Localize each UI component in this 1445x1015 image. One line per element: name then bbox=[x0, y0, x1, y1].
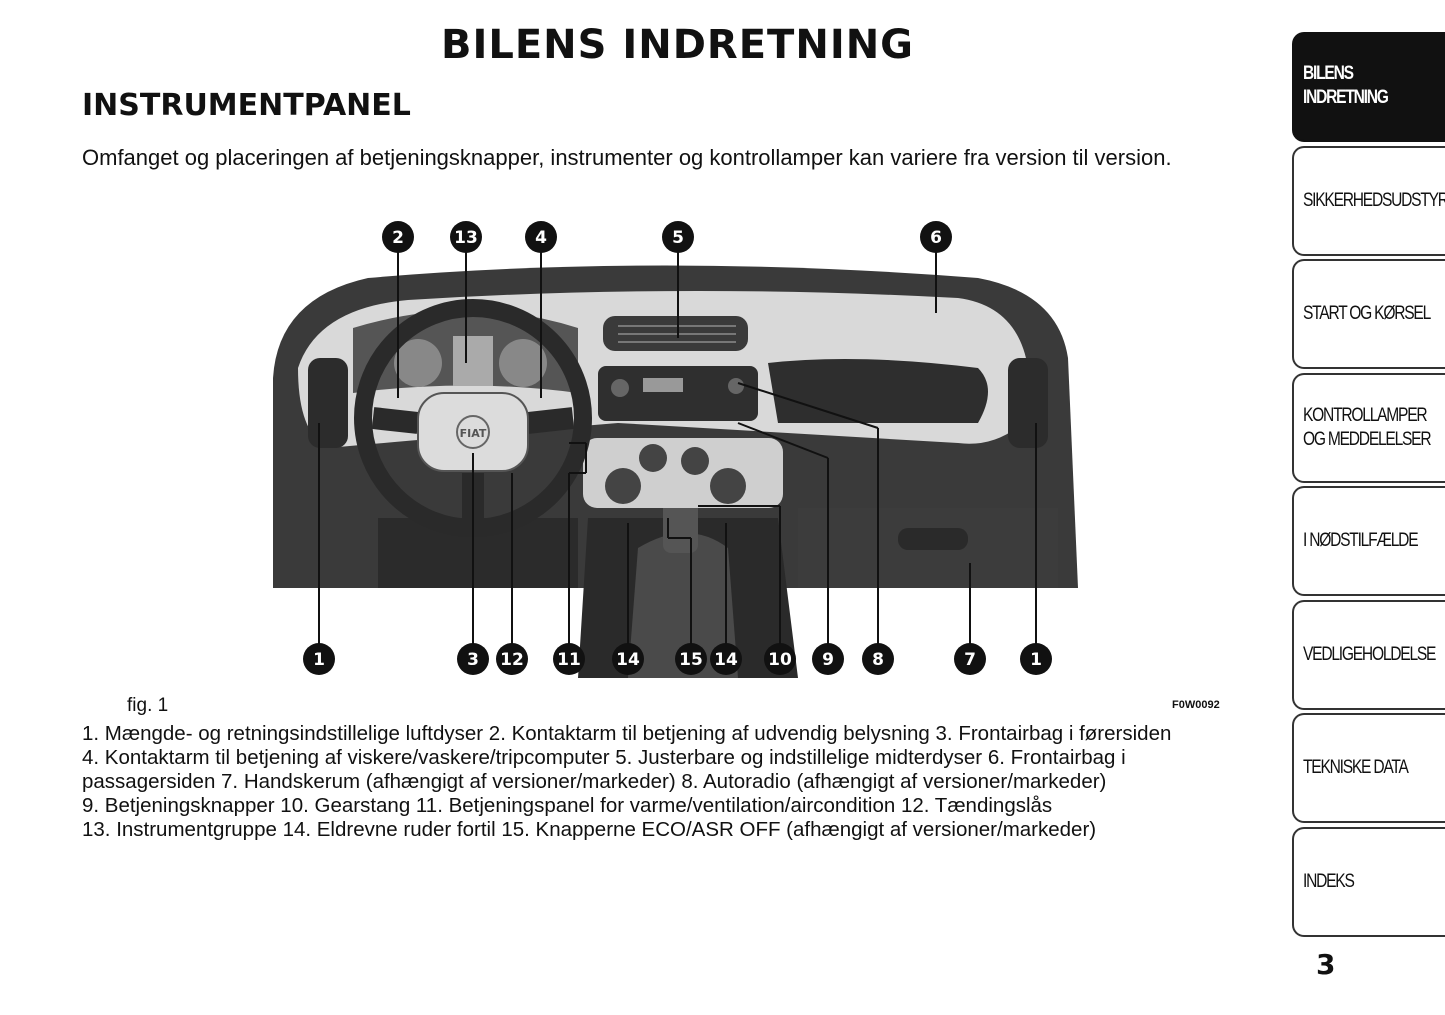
svg-text:15: 15 bbox=[679, 650, 703, 670]
page-number: 3 bbox=[1316, 948, 1336, 981]
callout-1-left: 1 bbox=[303, 643, 335, 675]
tab-indeks[interactable]: INDEKS bbox=[1292, 827, 1445, 937]
tab-bilens-indretning[interactable]: BILENS INDRETNING bbox=[1292, 32, 1445, 142]
callout-14-right: 14 bbox=[710, 643, 742, 675]
dashboard-figure: FIAT bbox=[258, 218, 1098, 678]
svg-text:5: 5 bbox=[672, 228, 684, 248]
figure-label: fig. 1 bbox=[127, 695, 169, 716]
svg-text:6: 6 bbox=[930, 228, 942, 248]
svg-text:11: 11 bbox=[557, 650, 581, 670]
caption-line: passagersiden 7. Handskerum (afhængigt a… bbox=[82, 770, 1107, 793]
caption-line: 1. Mængde- og retningsindstillelige luft… bbox=[82, 722, 1172, 745]
figure-caption: 1. Mængde- og retningsindstillelige luft… bbox=[82, 722, 1262, 842]
svg-text:14: 14 bbox=[616, 650, 640, 670]
tab-vedligeholdelse[interactable]: VEDLIGEHOLDELSE bbox=[1292, 600, 1445, 710]
intro-paragraph: Omfanget og placeringen af betjeningskna… bbox=[82, 145, 1172, 170]
callout-10: 10 bbox=[764, 643, 796, 675]
svg-text:12: 12 bbox=[500, 650, 524, 670]
tab-start-og-koersel[interactable]: START OG KØRSEL bbox=[1292, 259, 1445, 369]
callout-1-right: 1 bbox=[1020, 643, 1052, 675]
caption-line: 13. Instrumentgruppe 14. Eldrevne ruder … bbox=[82, 818, 1097, 841]
svg-text:7: 7 bbox=[964, 650, 976, 670]
svg-text:1: 1 bbox=[313, 650, 325, 670]
svg-text:4: 4 bbox=[535, 228, 547, 248]
callout-6: 6 bbox=[920, 221, 952, 253]
svg-text:9: 9 bbox=[822, 650, 834, 670]
svg-text:13: 13 bbox=[454, 228, 478, 248]
callout-8: 8 bbox=[862, 643, 894, 675]
callout-2: 2 bbox=[382, 221, 414, 253]
callout-4: 4 bbox=[525, 221, 557, 253]
tab-sikkerhedsudstyr[interactable]: SIKKERHEDSUDSTYR bbox=[1292, 146, 1445, 256]
callout-13: 13 bbox=[450, 221, 482, 253]
svg-text:2: 2 bbox=[392, 228, 404, 248]
tab-i-noedstilfaelde[interactable]: I NØDSTILFÆLDE bbox=[1292, 486, 1445, 596]
callout-3: 3 bbox=[457, 643, 489, 675]
fiat-logo: FIAT bbox=[460, 427, 487, 440]
dashboard-illustration: FIAT bbox=[273, 221, 1078, 678]
svg-text:10: 10 bbox=[768, 650, 792, 670]
caption-line: 4. Kontaktarm til betjening af viskere/v… bbox=[82, 746, 1126, 769]
figure-code: F0W0092 bbox=[1172, 699, 1220, 711]
tab-tekniske-data[interactable]: TEKNISKE DATA bbox=[1292, 713, 1445, 823]
svg-text:3: 3 bbox=[467, 650, 479, 670]
svg-text:1: 1 bbox=[1030, 650, 1042, 670]
callout-7: 7 bbox=[954, 643, 986, 675]
page-title: BILENS INDRETNING bbox=[440, 22, 915, 68]
callout-9: 9 bbox=[812, 643, 844, 675]
callout-5: 5 bbox=[662, 221, 694, 253]
callout-14-left: 14 bbox=[612, 643, 644, 675]
callout-11: 11 bbox=[553, 643, 585, 675]
caption-line: 9. Betjeningsknapper 10. Gearstang 11. B… bbox=[82, 794, 1053, 817]
callout-12: 12 bbox=[496, 643, 528, 675]
section-title: INSTRUMENTPANEL bbox=[82, 88, 411, 123]
tab-kontrollamper[interactable]: KONTROLLAMPER OG MEDDELELSER bbox=[1292, 373, 1445, 483]
callout-15: 15 bbox=[675, 643, 707, 675]
svg-text:8: 8 bbox=[872, 650, 884, 670]
svg-text:14: 14 bbox=[714, 650, 738, 670]
